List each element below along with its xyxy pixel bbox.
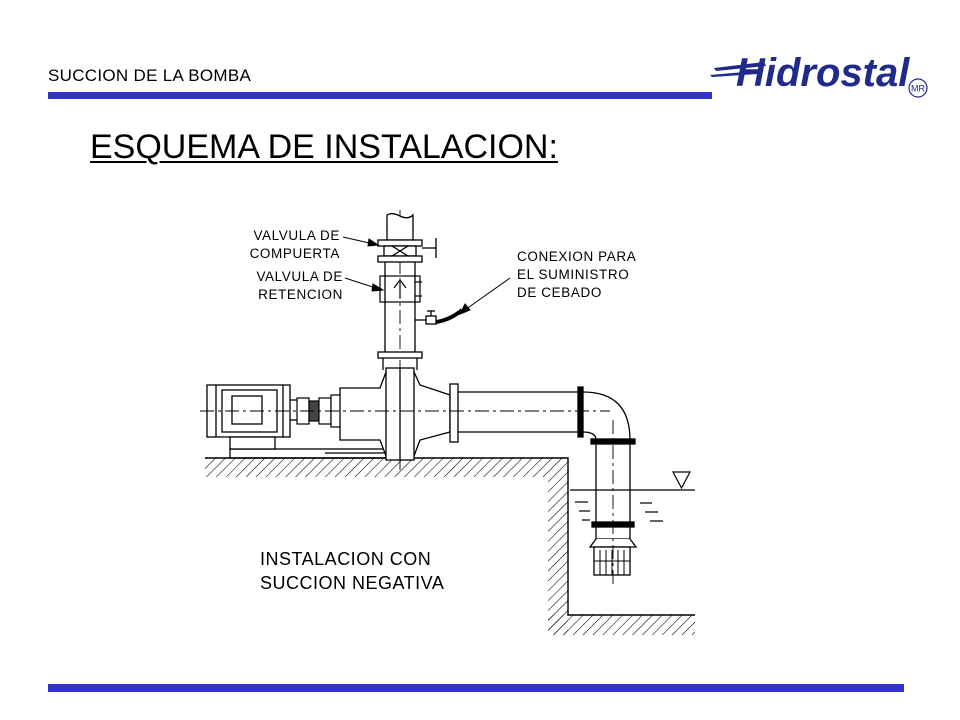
electric-motor <box>206 384 300 450</box>
check-valve <box>379 275 422 303</box>
pump-base <box>229 448 391 459</box>
gate-valve-handwheel <box>422 238 437 258</box>
water-level-triangle-icon <box>672 471 691 490</box>
label-check-valve-2: RETENCION <box>258 287 343 302</box>
hidrostal-logo: Hidrostal MR <box>710 51 928 98</box>
registered-mark-circle <box>908 78 928 98</box>
discharge-pipe <box>377 213 423 370</box>
installation-diagram: VALVULA DE COMPUERTA VALVULA DE RETENCIO… <box>200 210 695 635</box>
caption-line-2: SUCCION NEGATIVA <box>260 573 444 593</box>
foot-valve-strainer <box>594 550 630 575</box>
registered-mark: MR <box>911 84 925 94</box>
label-gate-valve-2: COMPUERTA <box>250 246 340 261</box>
label-priming-3: DE CEBADO <box>517 285 602 300</box>
section-label: SUCCION DE LA BOMBA <box>48 66 252 85</box>
pump-casing <box>339 367 459 461</box>
logo-swoosh <box>710 62 766 77</box>
top-divider <box>48 92 712 99</box>
logo-wordmark: Hidrostal <box>736 51 910 95</box>
suction-pipe <box>458 386 638 576</box>
label-gate-valve-1: VALVULA DE <box>253 228 340 243</box>
priming-connection <box>415 308 464 325</box>
leader-arrows <box>342 236 511 315</box>
caption-line-1: INSTALACION CON <box>260 549 431 569</box>
page-title: ESQUEMA DE INSTALACION: <box>90 128 558 166</box>
label-priming-2: EL SUMINISTRO <box>517 267 629 282</box>
bottom-divider <box>48 684 904 692</box>
label-priming-1: CONEXION PARA <box>517 249 636 264</box>
label-check-valve-1: VALVULA DE <box>256 269 343 284</box>
ground-hatching <box>205 457 695 635</box>
water-level <box>570 471 695 522</box>
